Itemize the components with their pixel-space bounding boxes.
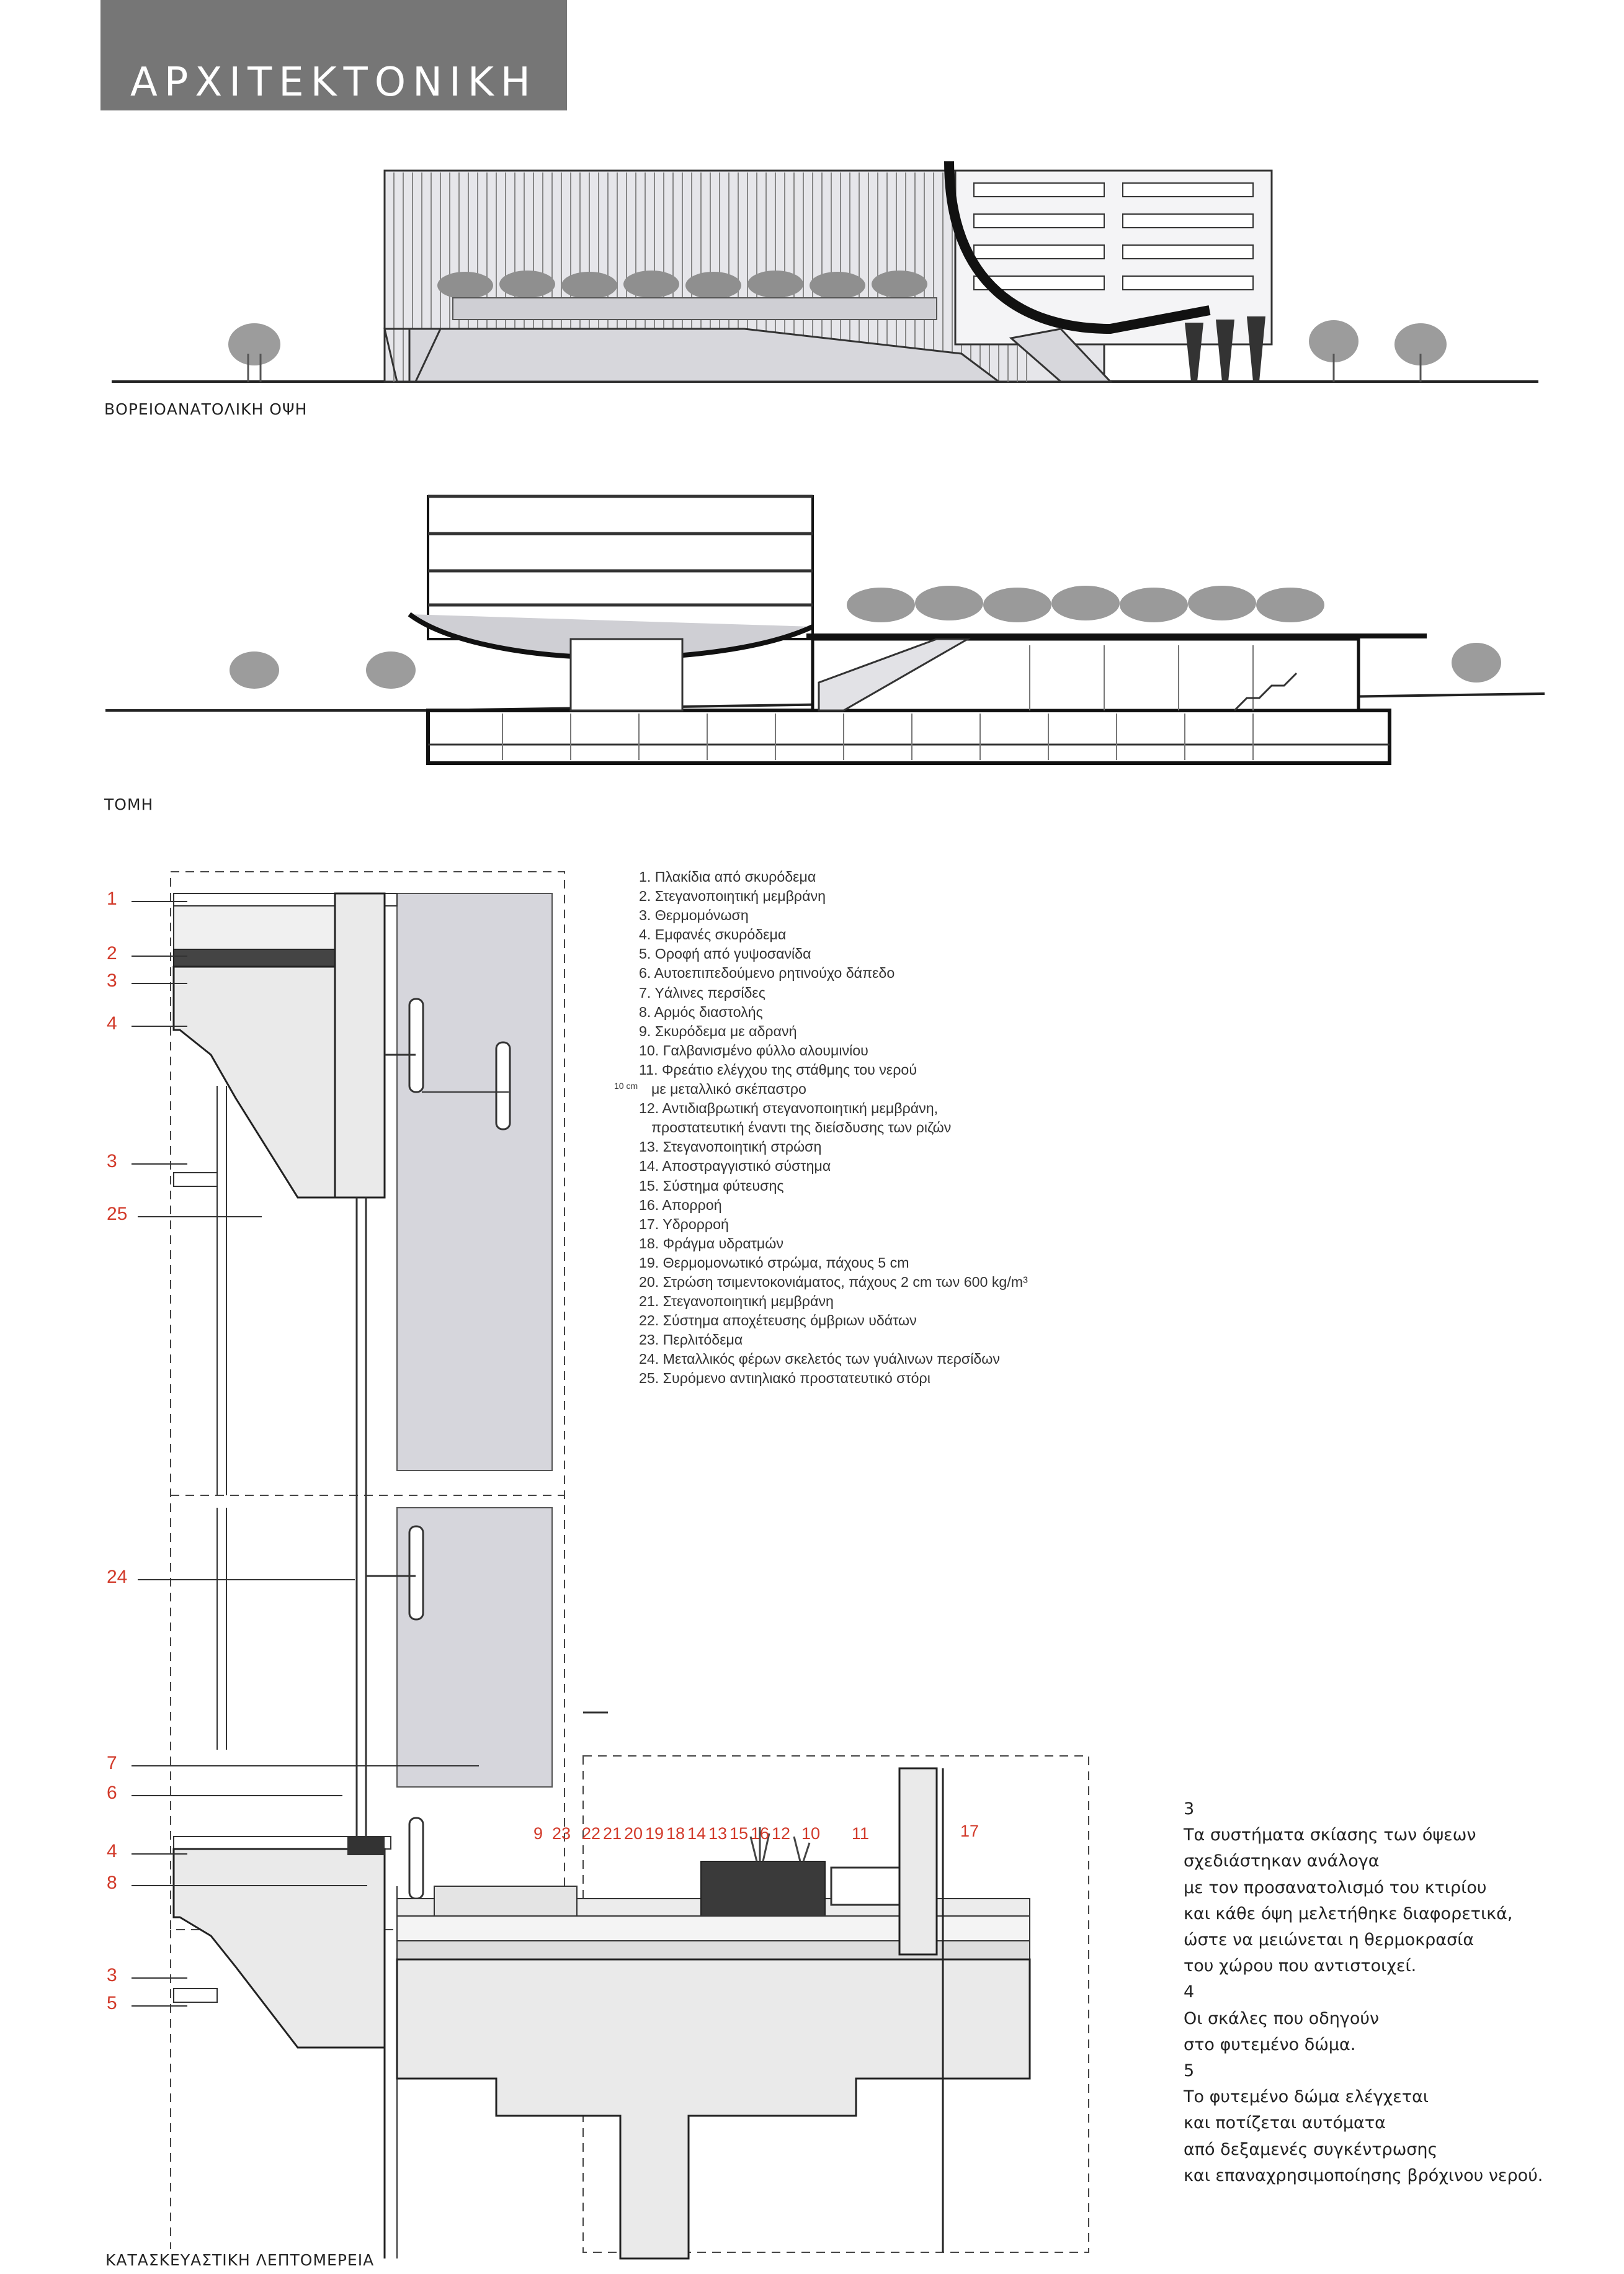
callout-8: 8 (107, 1873, 117, 1893)
callout-14: 14 (687, 1824, 707, 1843)
leader-line (132, 983, 187, 984)
legend-item: 7. Υάλινες περσίδες (639, 984, 765, 1001)
legend-item: με μεταλλικό σκέπαστρο (651, 1081, 806, 1098)
callout-9: 9 (533, 1824, 543, 1843)
caption-line: σχεδιάστηκαν ανάλογα (1184, 1851, 1380, 1871)
caption-line: Το φυτεμένο δώμα ελέγχεται (1184, 2087, 1429, 2107)
detail-caption: ΚΑΤΑΣΚΕΥΑΣΤΙΚΗ ΛΕΠΤΟΜΕΡΕΙΑ (105, 2251, 375, 2269)
callout-11: 11 (852, 1824, 870, 1843)
caption-number: 5 (1184, 2061, 1195, 2081)
legend-item: 25. Συρόμενο αντιηλιακό προστατευτικό στ… (639, 1370, 930, 1387)
leader-line (132, 956, 187, 957)
section-header-title: ΑΡΧΙΤΕΚΤΟΝΙΚΗ (130, 60, 537, 105)
elevation-caption: ΒΟΡΕΙΟΑΝΑΤΟΛΙΚΗ ΟΨΗ (104, 400, 308, 418)
leader-line (132, 1163, 187, 1165)
legend-item: 20. Στρώση τσιμεντοκονιάματος, πάχους 2 … (639, 1273, 1028, 1290)
legend-item: προστατευτική έναντι της διείσδυσης των … (651, 1119, 952, 1136)
callout-10: 10 (801, 1824, 821, 1843)
legend-item: 23. Περλιτόδεμα (639, 1332, 743, 1348)
callout-24: 24 (107, 1567, 128, 1587)
callout-7: 7 (107, 1753, 117, 1773)
photo-captions-text: 3 Τα συστήματα σκίασης των όψεων σχεδιάσ… (1184, 1796, 1581, 2189)
callout-20: 20 (624, 1824, 643, 1843)
legend-item: 24. Μεταλλικός φέρων σκελετός των γυάλιν… (639, 1351, 1000, 1368)
callout-4b: 4 (107, 1841, 117, 1861)
caption-line: και επαναχρησιμοποίησης βρόχινου νερού. (1184, 2165, 1543, 2185)
legend-item: 5. Οροφή από γυψοσανίδα (639, 946, 811, 962)
legend-item: 18. Φράγμα υδρατμών (639, 1235, 783, 1251)
callout-2: 2 (107, 943, 117, 964)
legend-item: 22. Σύστημα αποχέτευσης όμβριων υδάτων (639, 1312, 917, 1329)
leader-line (132, 1885, 367, 1886)
callout-23: 23 (552, 1824, 571, 1843)
leader-line (138, 1216, 262, 1217)
scale-bar-label: 10 cm (614, 1081, 638, 1091)
callout-1: 1 (107, 889, 117, 909)
callout-4: 4 (107, 1013, 117, 1034)
caption-number: 4 (1184, 1982, 1195, 2002)
legend-item: 4. Εμφανές σκυρόδεμα (639, 926, 787, 943)
legend-item: 3. Θερμομόνωση (639, 907, 749, 924)
legend-item: 14. Αποστραγγιστικό σύστημα (639, 1158, 831, 1175)
caption-line: με τον προσανατολισμό του κτιρίου (1184, 1878, 1487, 1897)
caption-line: Οι σκάλες που οδηγούν (1184, 2008, 1380, 2028)
callout-3b: 3 (107, 1151, 117, 1171)
callout-15: 15 (729, 1824, 749, 1843)
legend-item: 11. Φρεάτιο ελέγχου της στάθμης του νερο… (639, 1061, 917, 1078)
legend-item: 21. Στεγανοποιητική μεμβράνη (639, 1293, 834, 1310)
leader-line (132, 1977, 187, 1979)
callout-13: 13 (708, 1824, 728, 1843)
building-section-drawing (105, 495, 1545, 765)
construction-detail-drawing (170, 871, 1089, 2260)
legend-item: 10. Γαλβανισμένο φύλλο αλουμινίου (639, 1042, 868, 1059)
leader-line (138, 1579, 355, 1580)
leader-line (132, 1795, 342, 1796)
caption-line: Τα συστήματα σκίασης των όψεων (1184, 1825, 1476, 1845)
callout-3c: 3 (107, 1965, 117, 1985)
callout-16: 16 (751, 1824, 770, 1843)
caption-line: και κάθε όψη μελετήθηκε διαφορετικά, (1184, 1904, 1513, 1923)
callout-22: 22 (582, 1824, 601, 1843)
legend-item: 2. Στεγανοποιητική μεμβράνη (639, 888, 826, 905)
section-caption: ΤΟΜΗ (104, 795, 154, 813)
legend-item: 9. Σκυρόδεμα με αδρανή (639, 1023, 797, 1039)
legend-item: 16. Απορροή (639, 1196, 722, 1213)
legend-item: 6. Αυτοεπιπεδούμενο ρητινούχο δάπεδο (639, 965, 895, 982)
legend-list: 1. Πλακίδια από σκυρόδεμα 2. Στεγανοποιη… (639, 867, 1048, 1389)
legend-item: 13. Στεγανοποιητική στρώση (639, 1139, 822, 1155)
caption-line: στο φυτεμένο δώμα. (1184, 2035, 1356, 2054)
northeast-elevation-drawing (112, 161, 1538, 383)
caption-line: του χώρου που αντιστοιχεί. (1184, 1956, 1417, 1976)
legend-item: 1. Πλακίδια από σκυρόδεμα (639, 869, 816, 885)
leader-line (132, 901, 187, 902)
section-header-box (100, 0, 567, 110)
caption-line: από δεξαμενές συγκέντρωσης (1184, 2139, 1438, 2159)
leader-line (132, 1026, 187, 1027)
leader-line (132, 1853, 187, 1855)
legend-item: 12. Αντιδιαβρωτική στεγανοποιητική μεμβρ… (639, 1100, 939, 1117)
caption-number: 3 (1184, 1799, 1195, 1819)
legend-item: 15. Σύστημα φύτευσης (639, 1177, 784, 1194)
leader-line (132, 2005, 187, 2007)
callout-5: 5 (107, 1993, 117, 2013)
callout-12: 12 (772, 1824, 791, 1843)
caption-line: ώστε να μειώνεται η θερμοκρασία (1184, 1930, 1475, 1950)
callout-21: 21 (603, 1824, 622, 1843)
callout-18: 18 (666, 1824, 685, 1843)
leader-line (132, 1765, 479, 1766)
callout-19: 19 (645, 1824, 664, 1843)
callout-25: 25 (107, 1204, 128, 1224)
caption-line: και ποτίζεται αυτόματα (1184, 2113, 1386, 2133)
callout-17: 17 (960, 1822, 979, 1840)
legend-item: 19. Θερμομονωτικό στρώμα, πάχους 5 cm (639, 1254, 909, 1271)
callout-6: 6 (107, 1783, 117, 1803)
legend-item: 8. Αρμός διαστολής (639, 1003, 763, 1020)
legend-item: 17. Υδρορροή (639, 1215, 729, 1232)
callout-3: 3 (107, 970, 117, 991)
